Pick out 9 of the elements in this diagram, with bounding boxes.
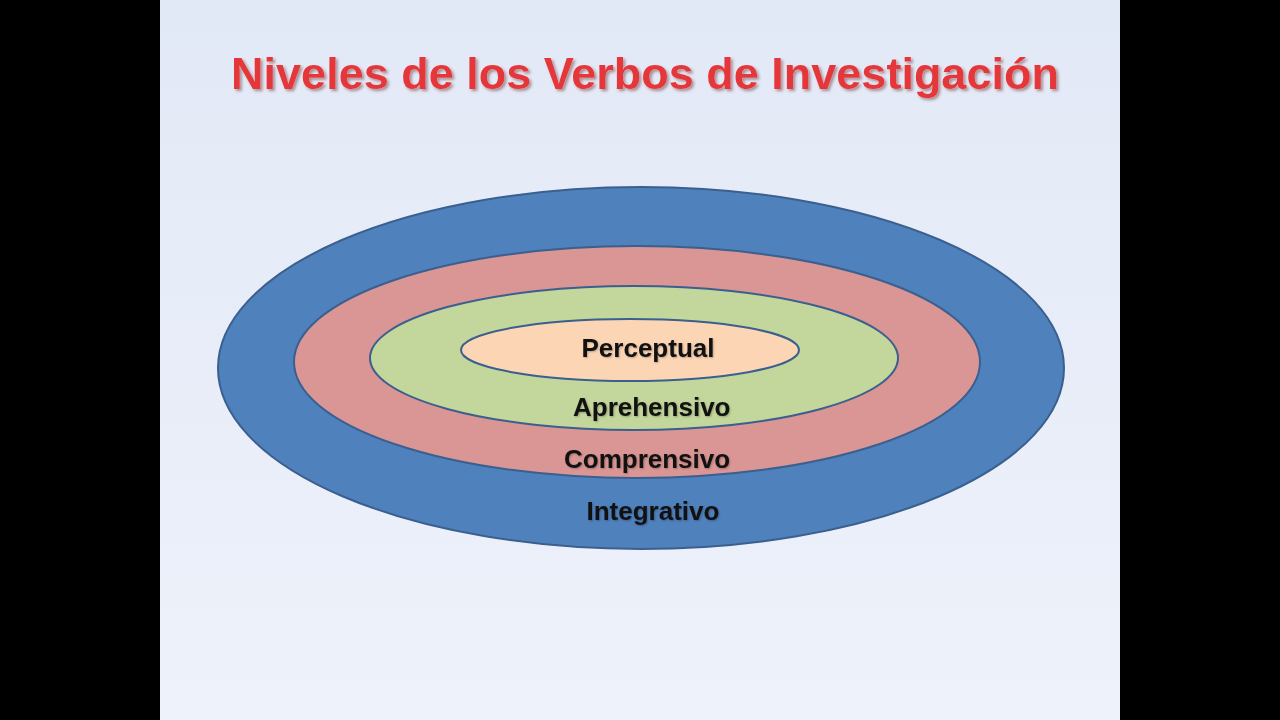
- level-ellipse: [293, 245, 981, 479]
- level-label: Integrativo: [586, 497, 720, 527]
- level-ellipse: [369, 285, 899, 431]
- level-ellipse: [217, 186, 1065, 550]
- slide-title: Niveles de los Verbos de Investigación: [231, 48, 1059, 100]
- level-ellipse: [460, 318, 800, 382]
- level-label: Comprensivo: [564, 445, 731, 475]
- level-label: Perceptual: [581, 334, 715, 364]
- level-label: Aprehensivo: [573, 393, 731, 423]
